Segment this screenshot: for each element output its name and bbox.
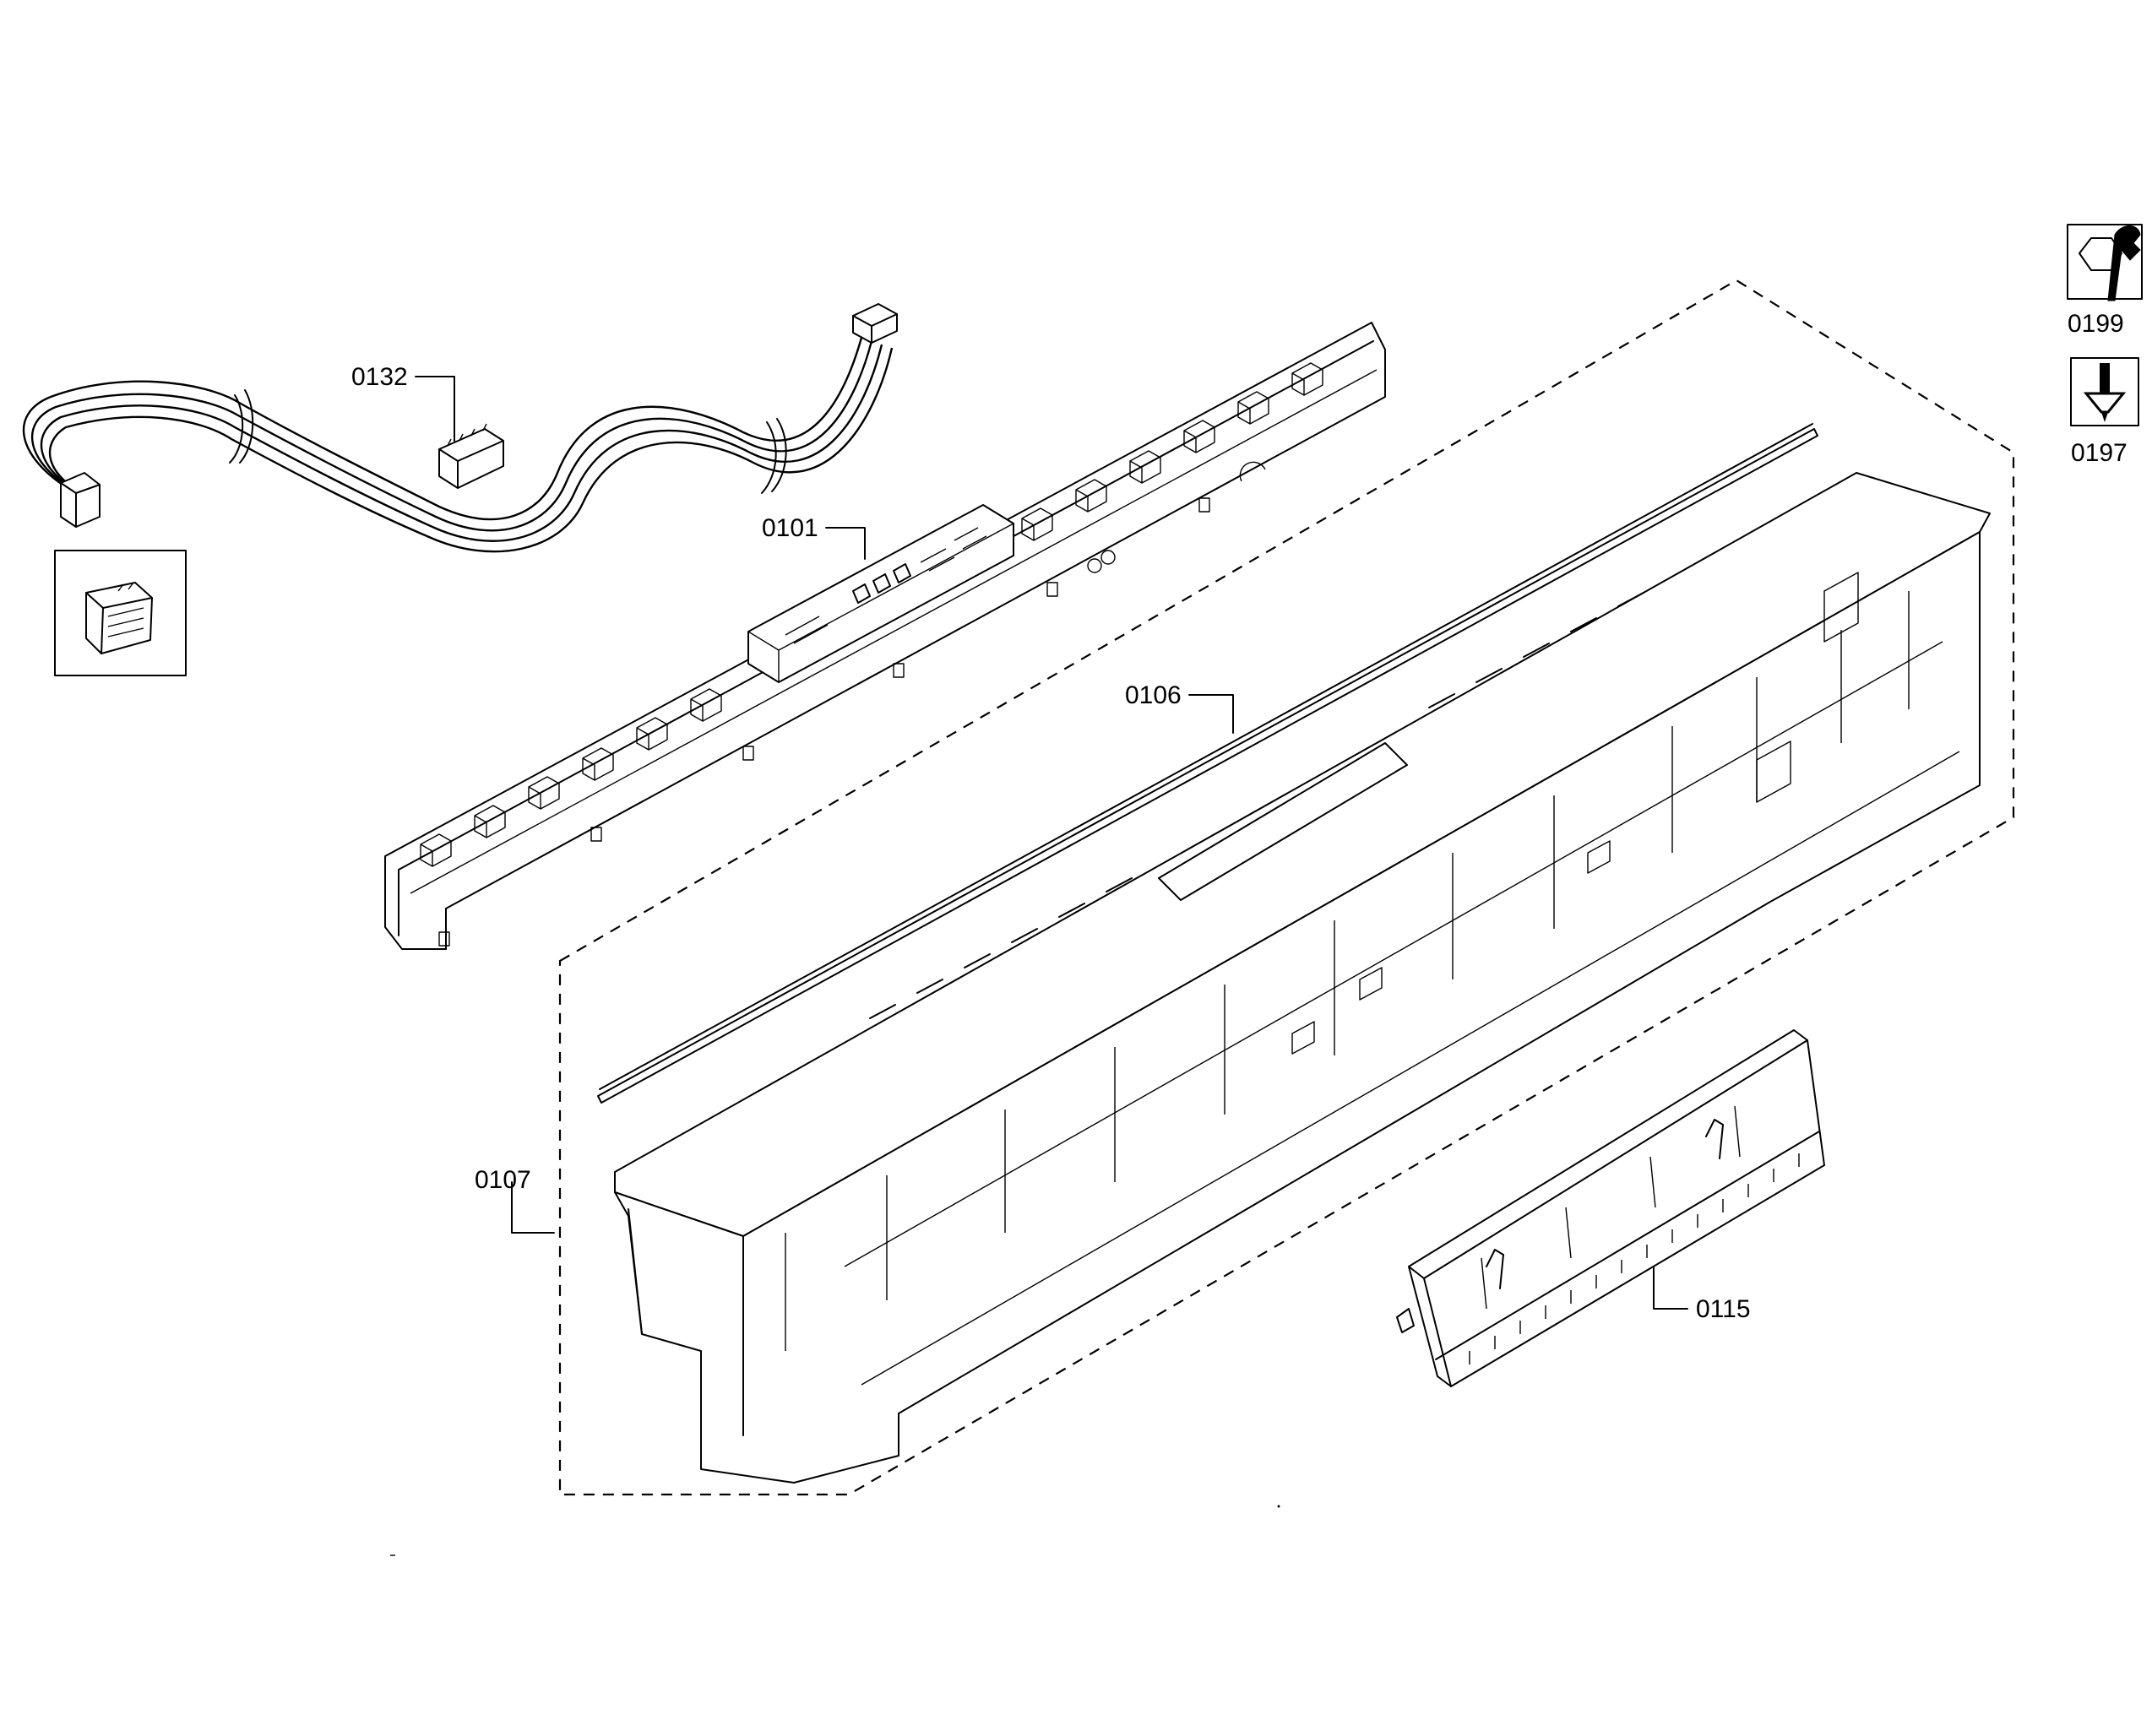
control-panel-top-slots [869, 592, 1644, 1019]
control-module-buttons [420, 362, 1323, 867]
hex-nut-wrench-icon [2067, 224, 2143, 301]
scan-speck [1277, 1505, 1280, 1508]
control-panel-internal-ribs [785, 572, 1960, 1386]
torx-screwdriver-icon [2070, 357, 2139, 426]
connector-detail-inset [54, 550, 187, 676]
callout-0101: 0101 [762, 514, 818, 542]
cable-tie-2 [761, 418, 787, 494]
control-module-0101[interactable] [384, 322, 1386, 950]
seal-strip-0106[interactable] [597, 423, 1818, 1104]
callout-0132: 0132 [351, 363, 408, 391]
harness-wires [22, 337, 894, 553]
harness-connector-end-left [60, 472, 101, 528]
tool-label-0197: 0197 [2071, 439, 2128, 467]
cable-tie-1 [229, 389, 254, 464]
handle-ribs [1469, 1105, 1800, 1364]
handle-0115[interactable] [1396, 1029, 1825, 1387]
wire-harness-0132[interactable] [22, 303, 898, 553]
harness-connector-end-right [852, 303, 898, 344]
display-window-opening [1158, 742, 1408, 901]
control-module-mounting-tabs [438, 461, 1266, 947]
handle-end-cap [1396, 1308, 1415, 1333]
harness-connector-center [438, 423, 504, 489]
tool-label-0199: 0199 [2068, 310, 2124, 338]
callout-0106: 0106 [1125, 681, 1182, 709]
control-module-display-panel [747, 504, 1014, 683]
callout-0115: 0115 [1696, 1295, 1751, 1323]
callout-0107: 0107 [475, 1166, 531, 1194]
control-panel-0107[interactable] [614, 472, 1991, 1484]
handle-clips [1486, 1119, 1724, 1289]
leader-lines [415, 376, 1688, 1310]
assembly-group-boundary [558, 279, 2015, 1496]
